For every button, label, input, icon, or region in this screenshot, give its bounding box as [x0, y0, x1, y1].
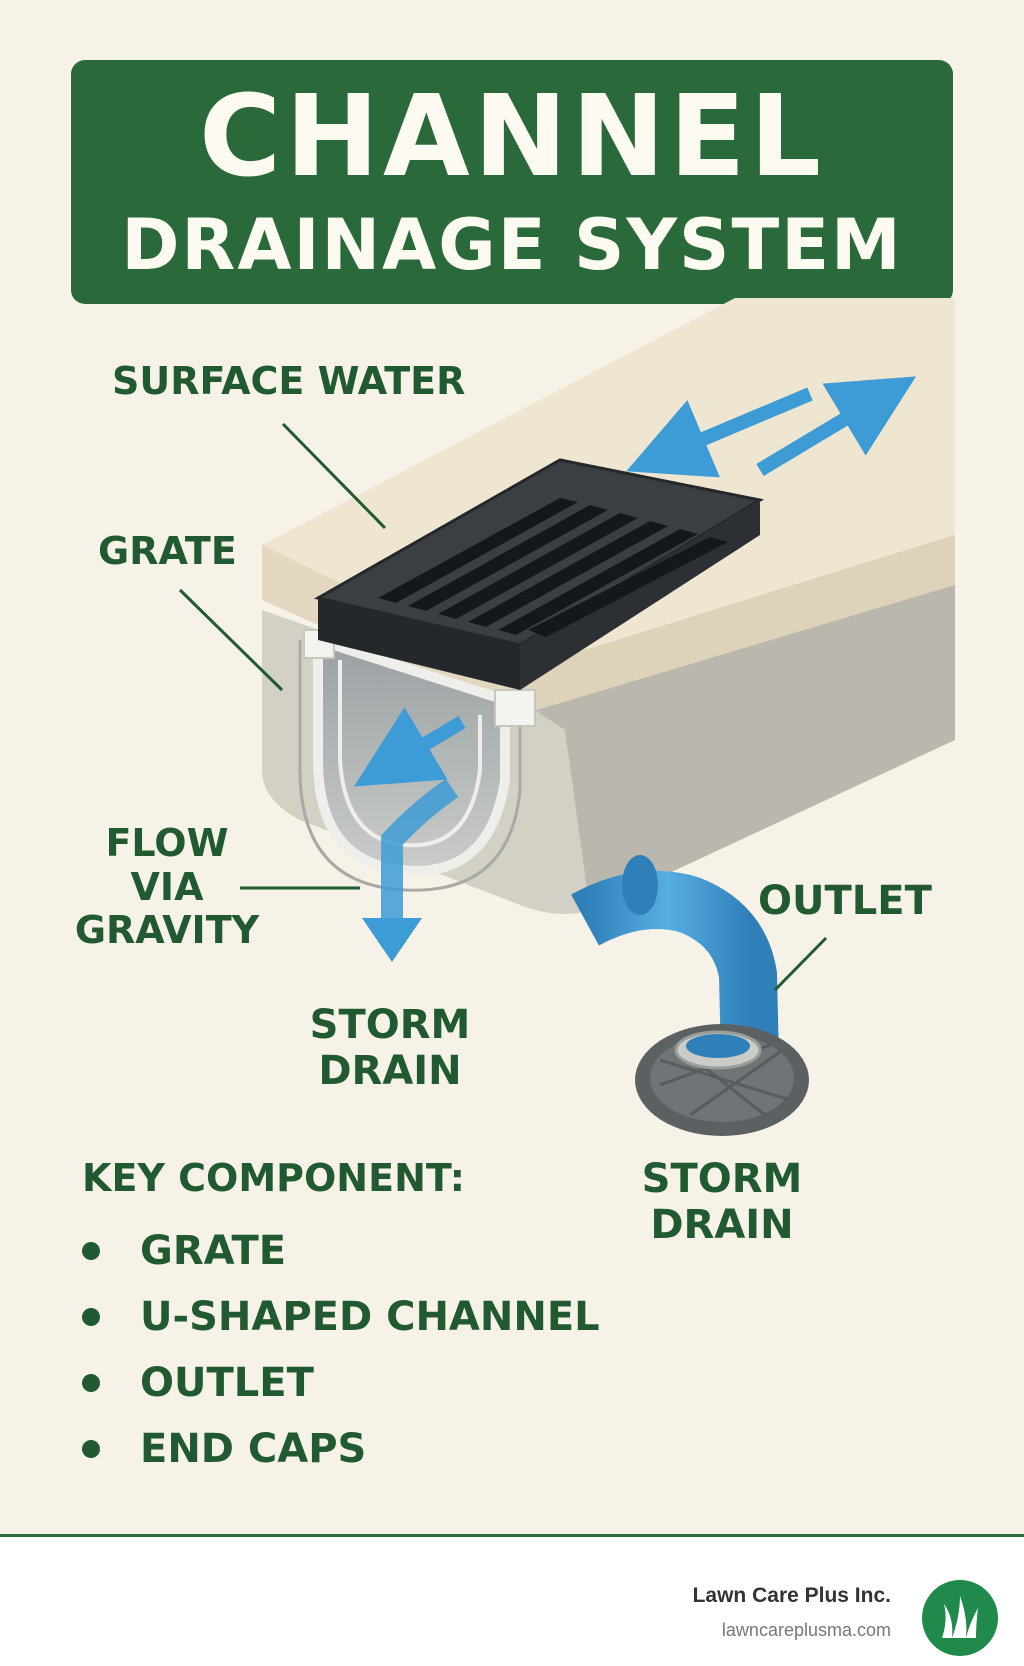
leader-grate	[178, 588, 284, 692]
leader-outlet	[773, 936, 828, 992]
key-component-label: END CAPS	[140, 1426, 367, 1472]
end-cap-right	[494, 689, 536, 727]
label-storm-drain-right: STORM DRAIN	[641, 1156, 803, 1248]
title-banner: CHANNEL DRAINAGE SYSTEM	[71, 60, 953, 304]
slab-side-edge	[520, 535, 955, 715]
label-surface-water: SURFACE WATER	[112, 359, 466, 403]
key-components-title: KEY COMPONENT:	[82, 1156, 465, 1200]
title-main: CHANNEL	[199, 72, 825, 202]
key-component-item: OUTLET	[82, 1350, 600, 1416]
label-flow-via-gravity: FLOW VIA GRAVITY	[74, 821, 260, 953]
footer-divider	[0, 1534, 1024, 1537]
key-component-item: END CAPS	[82, 1416, 600, 1482]
bullet-icon	[82, 1374, 100, 1392]
label-storm-drain-left: STORM DRAIN	[309, 1002, 471, 1094]
gravity-flow-arrow	[381, 778, 459, 922]
key-component-label: OUTLET	[140, 1360, 314, 1406]
channel-flow-arrow	[353, 707, 466, 787]
company-name: Lawn Care Plus Inc.	[692, 1584, 891, 1607]
key-component-label: GRATE	[140, 1228, 287, 1274]
bullet-icon	[82, 1242, 100, 1260]
grate-front	[318, 598, 520, 690]
label-outlet: OUTLET	[758, 878, 932, 924]
grass-blades-icon	[922, 1580, 998, 1656]
grate-slots	[378, 498, 728, 637]
label-grate: GRATE	[98, 529, 237, 573]
surface-water-arrow-2	[756, 376, 917, 477]
company-website[interactable]: lawncareplusma.com	[721, 1620, 891, 1640]
key-components-list: GRATE U-SHAPED CHANNEL OUTLET END CAPS	[82, 1218, 600, 1482]
footer: Lawn Care Plus Inc. lawncareplusma.com	[0, 1534, 1024, 1666]
outlet-pipe	[571, 871, 779, 1061]
key-component-item: GRATE	[82, 1218, 600, 1284]
key-component-label: U-SHAPED CHANNEL	[140, 1294, 600, 1340]
key-component-item: U-SHAPED CHANNEL	[82, 1284, 600, 1350]
title-sub: DRAINAGE SYSTEM	[121, 204, 903, 286]
leader-surface-water	[281, 422, 387, 530]
bullet-icon	[82, 1440, 100, 1458]
bullet-icon	[82, 1308, 100, 1326]
surface-water-arrow-1	[626, 387, 813, 478]
